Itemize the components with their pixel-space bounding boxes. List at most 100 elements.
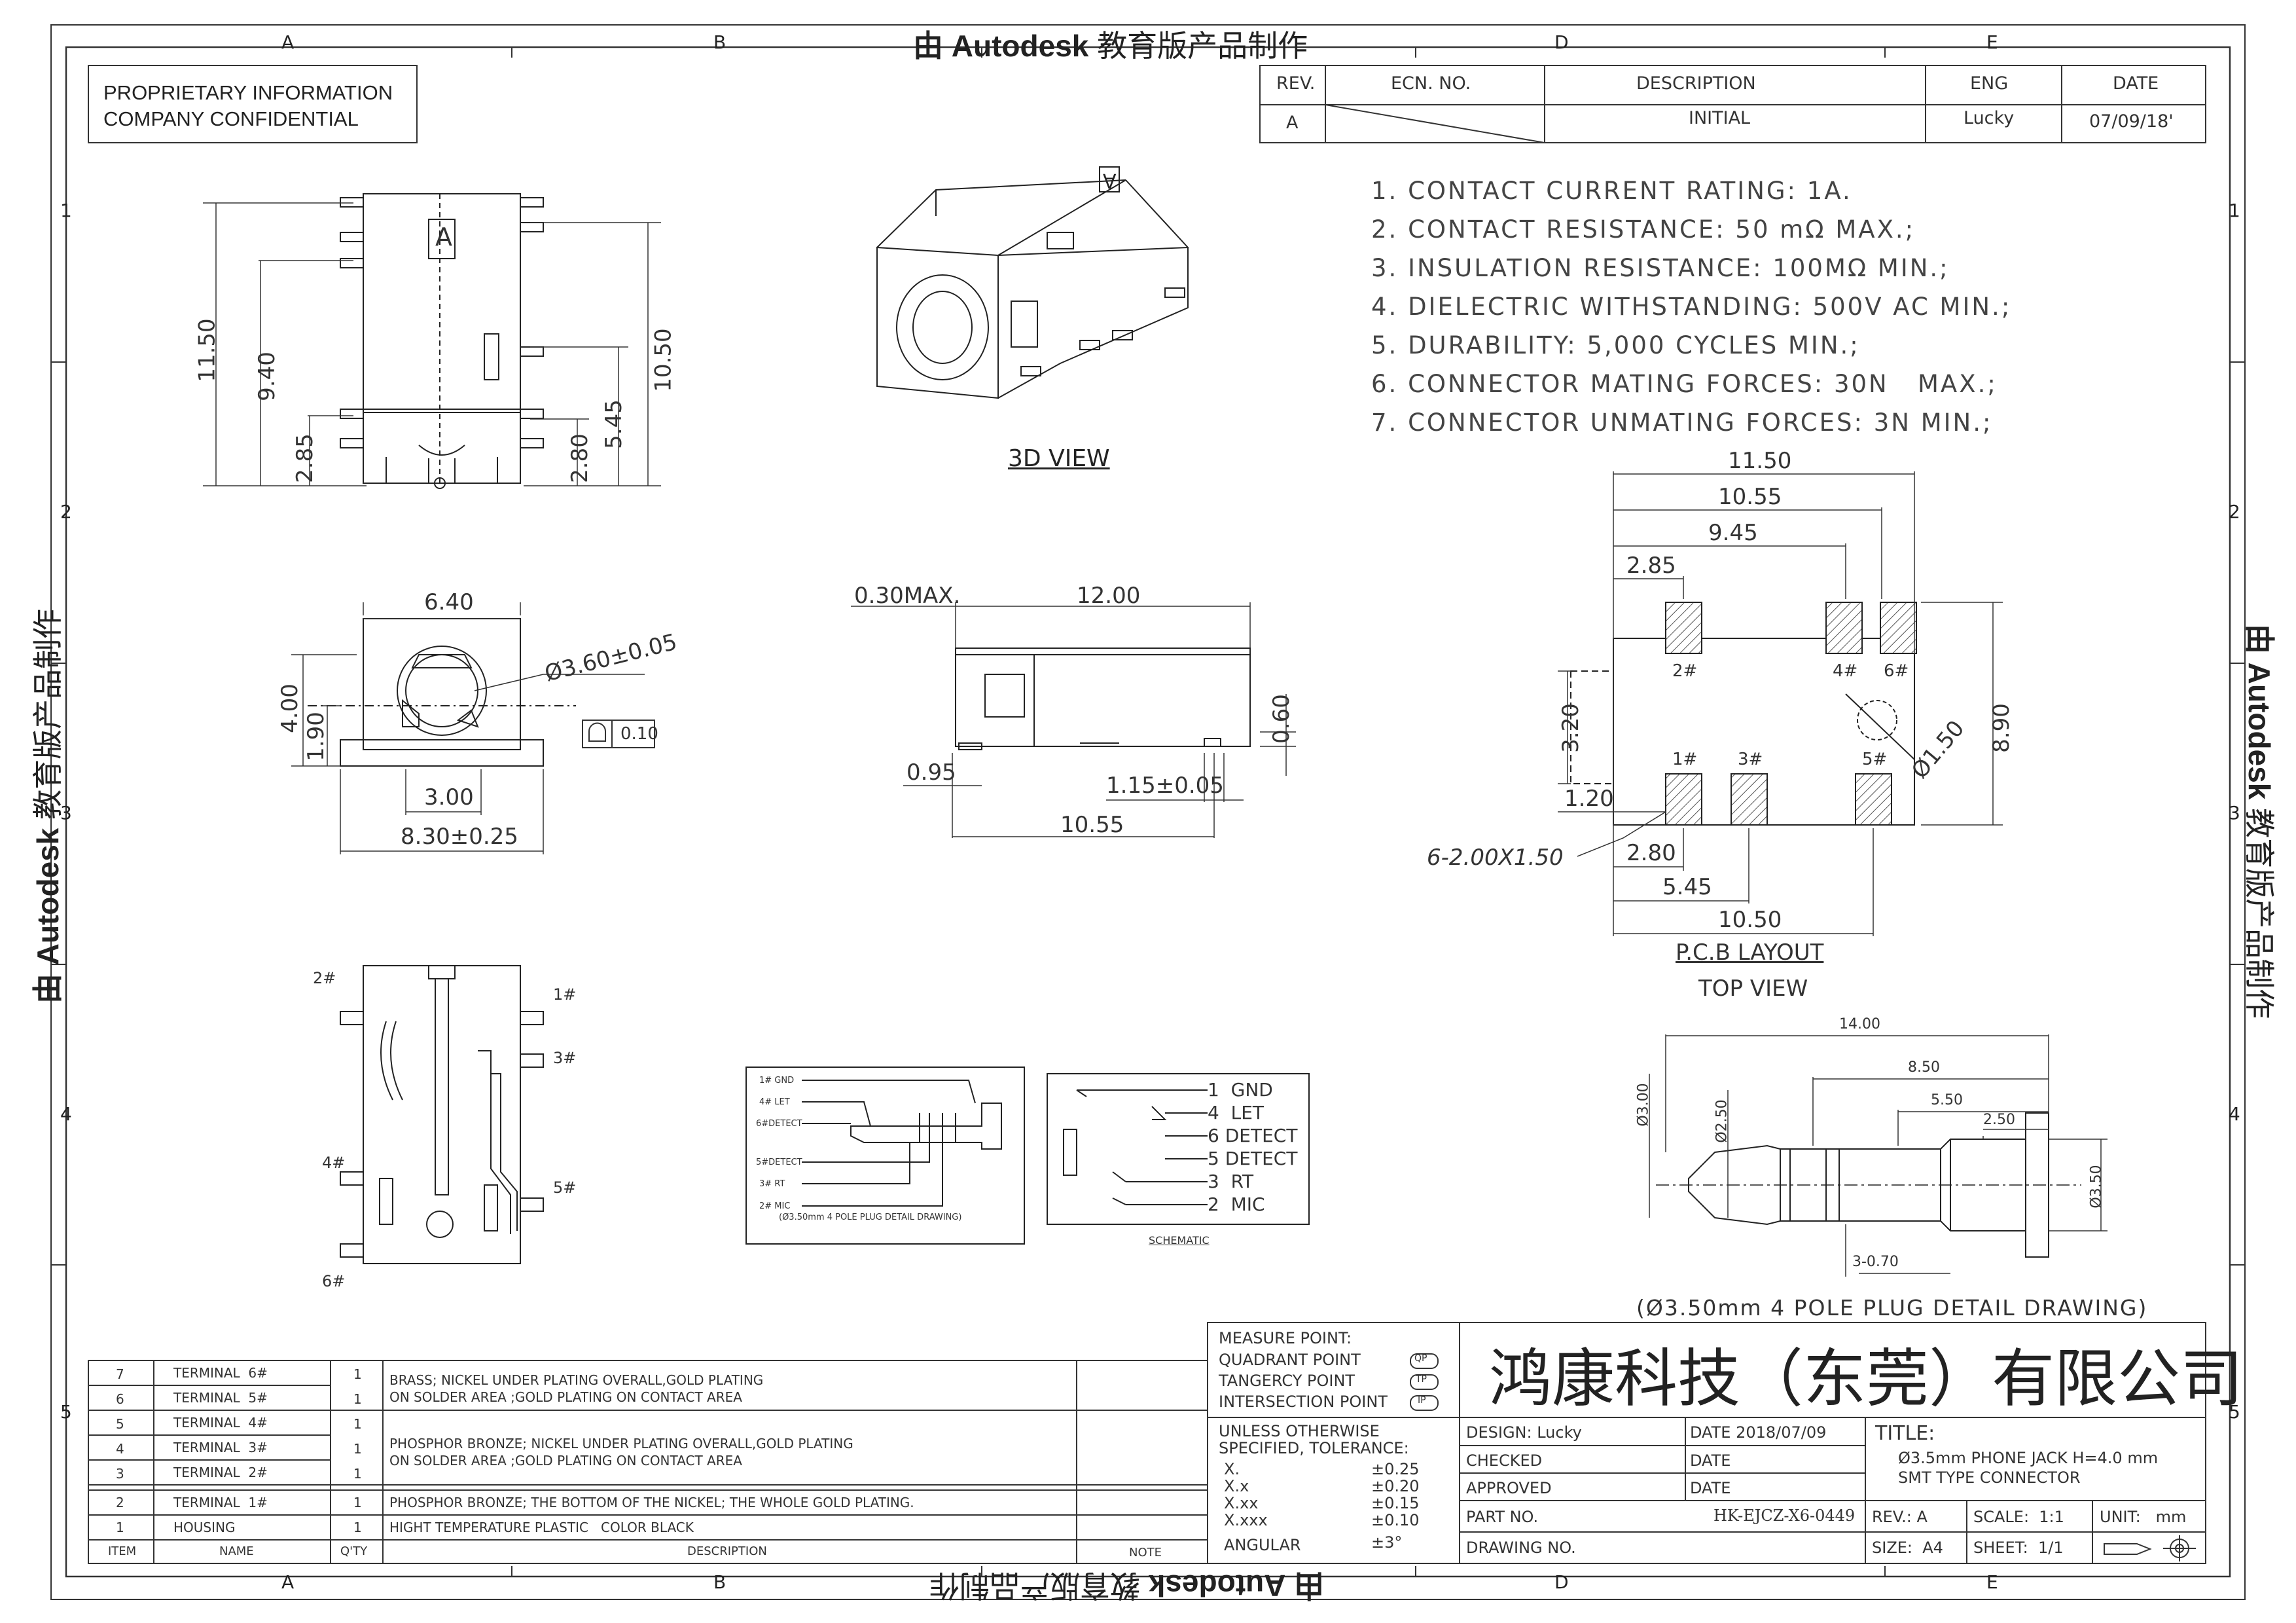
watermark-right: 由 Autodesk 教育版产品制作 — [2240, 624, 2283, 1030]
watermark-suffix: 教育版产品制作 — [2242, 808, 2276, 1019]
bom-name-6: TERMINAL 5# — [173, 1390, 268, 1406]
dim-top-2-80: 2.80 — [566, 433, 593, 483]
dim-side-10-55: 10.55 — [1060, 812, 1124, 838]
watermark-brand: Autodesk — [31, 828, 65, 966]
unit-label: UNIT: mm — [2100, 1508, 2187, 1526]
plug-dims — [1649, 1034, 2108, 1277]
dim-pcb-8-90: 8.90 — [1988, 703, 2015, 753]
schematic — [1047, 1073, 1310, 1225]
bom-header-item: ITEM — [108, 1544, 137, 1558]
dim-top-2-85: 2.85 — [291, 433, 318, 483]
dim-side-12-00: 12.00 — [1077, 583, 1141, 609]
sch-let: 4 LET — [1208, 1102, 1265, 1123]
plug-diag-mic: 2# MIC — [759, 1201, 791, 1211]
zone-ticks — [51, 47, 2245, 1577]
measure-qp-code: QP — [1414, 1353, 1427, 1364]
dim-front-1-90: 1.90 — [302, 712, 329, 761]
bom-name-2: TERMINAL 1# — [173, 1495, 268, 1510]
flatness-value: 0.10 — [620, 724, 658, 744]
pin-label-3: 3# — [553, 1049, 577, 1067]
zone-row-1: 1 — [60, 200, 72, 221]
zone-col-a: A — [281, 31, 295, 53]
watermark-brand: Autodesk — [951, 29, 1089, 63]
zone-col-b-bottom: B — [713, 1571, 726, 1593]
sch-6detect: 6 DETECT — [1208, 1125, 1298, 1146]
title-line-2: SMT TYPE CONNECTOR — [1898, 1468, 2081, 1487]
rev-description: INITIAL — [1689, 108, 1751, 128]
watermark-prefix: 由 — [1294, 1569, 1325, 1603]
watermark-top: 由 Autodesk 教育版产品制作 — [913, 22, 1308, 65]
bom-qty-7: 1 — [353, 1366, 362, 1382]
title-block-lines — [1207, 1322, 2206, 1564]
dim-pcb-1-20: 1.20 — [1564, 786, 1614, 812]
sheet-label: SHEET: 1/1 — [1973, 1539, 2064, 1557]
note-1: 1. CONTACT CURRENT RATING: 1A. — [1371, 177, 1852, 205]
bom-qty-2: 1 — [353, 1495, 362, 1510]
measure-tp-label: TANGERCY POINT — [1219, 1372, 1355, 1390]
dim-side-0-60: 0.60 — [1268, 694, 1295, 744]
tol-xxx-key: X.xx — [1224, 1494, 1259, 1512]
rev-engineer: Lucky — [1964, 108, 2015, 128]
side-view — [955, 647, 1251, 750]
note-5: 5. DURABILITY: 5,000 CYCLES MIN.; — [1371, 331, 1860, 359]
note-4: 4. DIELECTRIC WITHSTANDING: 500V AC MIN.… — [1371, 293, 2012, 321]
pin-label-2: 2# — [313, 969, 336, 987]
plug-diag-let: 4# LET — [759, 1097, 790, 1107]
dim-plug-3-0-70: 3-0.70 — [1852, 1254, 1899, 1270]
tol-xx-val: ±0.20 — [1371, 1477, 1420, 1495]
pcb-subtitle: TOP VIEW — [1698, 976, 1808, 1002]
bom-name-3: TERMINAL 2# — [173, 1465, 268, 1480]
design-date: DATE 2018/07/09 — [1690, 1423, 1827, 1442]
bom-desc-brass-1: BRASS; NICKEL UNDER PLATING OVERALL,GOLD… — [389, 1372, 764, 1388]
company-name: 鸿康科技（东莞）有限公司 — [1489, 1342, 2243, 1415]
dim-front-8-30: 8.30±0.25 — [401, 824, 518, 850]
tol-title-2: SPECIFIED, TOLERANCE: — [1219, 1439, 1409, 1457]
title-label: TITLE: — [1875, 1422, 1935, 1445]
dim-plug-dia-3-00: Ø3.00 — [1635, 1083, 1652, 1127]
pcb-title: P.C.B LAYOUT — [1676, 939, 1824, 966]
marker-a-top: A — [435, 223, 452, 251]
zone-row-5-right: 5 — [2229, 1401, 2240, 1423]
zone-col-d: D — [1554, 31, 1569, 53]
dim-pcb-5-45: 5.45 — [1662, 874, 1712, 900]
plug-caption: (Ø3.50mm 4 POLE PLUG DETAIL DRAWING) — [1636, 1295, 2148, 1321]
sch-gnd: 1 GND — [1208, 1079, 1273, 1101]
approved-date: DATE — [1690, 1479, 1731, 1497]
bom-desc-item2: PHOSPHOR BRONZE; THE BOTTOM OF THE NICKE… — [389, 1495, 914, 1510]
zone-col-d-bottom: D — [1554, 1571, 1569, 1593]
rev-header-date: DATE — [2113, 73, 2159, 94]
zone-row-4-right: 4 — [2229, 1103, 2240, 1125]
dim-top-10-50: 10.50 — [650, 328, 677, 392]
dim-top-5-45: 5.45 — [600, 399, 627, 449]
proprietary-notice: PROPRIETARY INFORMATION COMPANY CONFIDEN… — [103, 80, 393, 132]
watermark-prefix: 由 — [31, 974, 65, 1004]
dim-front-4-00: 4.00 — [276, 684, 303, 733]
approved-label: APPROVED — [1466, 1479, 1552, 1497]
rev-value: A — [1286, 113, 1299, 133]
dim-pcb-3-20: 3.20 — [1557, 703, 1584, 753]
plug-diagram — [745, 1067, 1025, 1245]
part-no-label: PART NO. — [1466, 1508, 1539, 1526]
watermark-suffix: 教育版产品制作 — [31, 608, 65, 820]
dim-pcb-2-85: 2.85 — [1626, 553, 1676, 579]
dim-plug-2-50: 2.50 — [1983, 1112, 2015, 1128]
rev-header-eng: ENG — [1970, 73, 2009, 94]
tol-title-1: UNLESS OTHERWISE — [1219, 1422, 1380, 1440]
bom-desc-phos-2: ON SOLDER AREA ;GOLD PLATING ON CONTACT … — [389, 1453, 742, 1468]
measure-ip-label: INTERSECTION POINT — [1219, 1393, 1388, 1411]
bom-header-qty: Q'TY — [340, 1544, 368, 1558]
front-view — [308, 618, 576, 767]
sch-rt: 3 RT — [1208, 1171, 1254, 1192]
note-2: 2. CONTACT RESISTANCE: 50 mΩ MAX.; — [1371, 215, 1916, 244]
bom-qty-5: 1 — [353, 1416, 362, 1432]
bom-qty-3: 1 — [353, 1466, 362, 1482]
bom-item-5: 5 — [116, 1416, 124, 1432]
note-6: 6. CONNECTOR MATING FORCES: 30N MAX.; — [1371, 370, 1998, 398]
zone-row-2-right: 2 — [2229, 501, 2240, 522]
watermark-left: 由 Autodesk 教育版产品制作 — [24, 598, 67, 1004]
rev-label: REV.: A — [1872, 1508, 1928, 1526]
part-no-value: HK-EJCZ-X6-0449 — [1713, 1506, 1856, 1525]
bom-desc-brass-2: ON SOLDER AREA ;GOLD PLATING ON CONTACT … — [389, 1389, 742, 1405]
bom-desc-phos-1: PHOSPHOR BRONZE; NICKEL UNDER PLATING OV… — [389, 1436, 853, 1451]
bom-item-7: 7 — [116, 1366, 124, 1382]
